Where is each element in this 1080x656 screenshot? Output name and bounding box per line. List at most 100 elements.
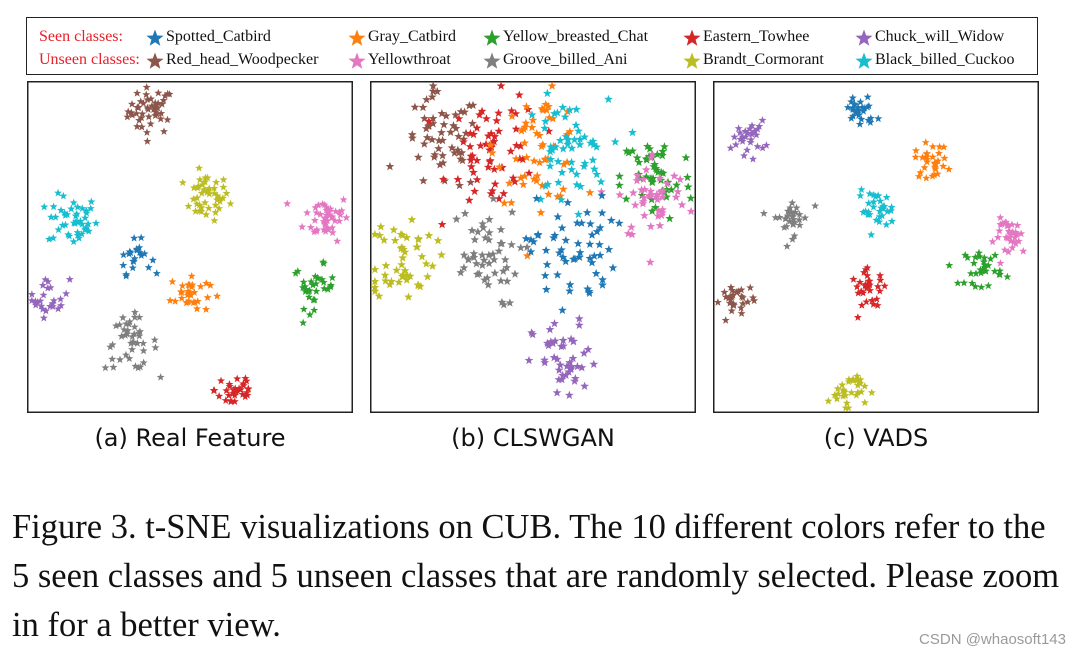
data-point — [638, 197, 648, 206]
data-point — [656, 167, 666, 177]
data-point — [979, 257, 988, 266]
data-point — [82, 208, 91, 217]
data-point — [437, 250, 446, 259]
data-point — [128, 345, 137, 353]
data-point — [559, 159, 569, 169]
data-point — [868, 296, 877, 304]
data-point — [470, 186, 479, 196]
data-point — [69, 198, 78, 207]
cluster-spotted-catbird — [119, 233, 161, 280]
data-point — [876, 271, 885, 279]
data-point — [726, 143, 735, 152]
data-point — [57, 301, 66, 309]
data-point — [553, 270, 562, 279]
data-point — [780, 223, 789, 231]
data-point — [743, 129, 752, 137]
data-point — [438, 174, 448, 184]
data-point — [242, 376, 251, 385]
cluster-eastern-towhee — [209, 374, 253, 406]
data-point — [1003, 272, 1012, 281]
data-point — [489, 194, 498, 203]
data-point — [166, 296, 175, 304]
data-point — [370, 276, 380, 286]
data-point — [743, 145, 752, 154]
data-point — [152, 109, 161, 118]
data-point — [122, 319, 131, 328]
data-point — [326, 281, 335, 289]
data-point — [397, 243, 407, 252]
data-point — [860, 103, 869, 112]
data-point — [507, 111, 517, 121]
data-point — [303, 208, 312, 217]
data-point — [507, 106, 516, 115]
data-point — [610, 137, 620, 146]
data-point — [864, 210, 872, 219]
data-point — [517, 126, 526, 135]
data-point — [567, 157, 576, 167]
data-point — [312, 208, 321, 217]
data-point — [87, 197, 96, 206]
data-point — [554, 248, 564, 257]
data-point — [158, 100, 167, 108]
data-point — [73, 231, 82, 239]
data-point — [320, 200, 329, 209]
data-point — [557, 167, 567, 177]
data-point — [302, 285, 311, 293]
data-point — [574, 209, 583, 219]
data-point — [198, 180, 207, 189]
data-point — [567, 362, 576, 371]
legend-star-marker — [348, 52, 366, 69]
data-point — [201, 186, 210, 194]
data-point — [434, 144, 443, 153]
data-point — [244, 384, 253, 393]
data-point — [168, 277, 177, 286]
data-point — [460, 107, 469, 116]
data-point — [427, 92, 437, 101]
data-point — [495, 162, 504, 171]
data-point — [875, 217, 884, 226]
data-point — [187, 272, 196, 280]
data-point — [558, 102, 568, 112]
data-point — [738, 137, 747, 145]
data-point — [221, 396, 230, 404]
data-point — [193, 183, 202, 192]
data-point — [554, 375, 564, 384]
data-point — [863, 271, 872, 280]
data-point — [133, 246, 142, 254]
data-point — [945, 261, 954, 269]
data-point — [606, 215, 616, 225]
data-point — [229, 389, 238, 397]
data-point — [538, 105, 548, 115]
data-point — [319, 278, 328, 286]
data-point — [671, 192, 681, 201]
data-point — [563, 139, 573, 149]
data-point — [867, 230, 876, 239]
cluster-spotted-catbird — [521, 191, 624, 315]
data-point — [133, 122, 142, 130]
data-point — [143, 95, 152, 104]
data-point — [135, 248, 144, 256]
data-point — [681, 153, 691, 162]
data-point — [686, 206, 696, 216]
data-point — [305, 310, 314, 319]
data-point — [405, 271, 415, 280]
data-point — [439, 120, 449, 129]
data-point — [538, 140, 548, 149]
data-point — [1014, 237, 1023, 245]
data-point — [729, 290, 738, 299]
data-point — [588, 155, 598, 164]
data-point — [511, 124, 521, 133]
data-point — [628, 188, 638, 197]
data-point — [417, 252, 427, 261]
data-point — [468, 151, 477, 160]
data-point — [323, 223, 332, 232]
data-point — [749, 293, 758, 302]
data-point — [1017, 229, 1026, 238]
data-point — [486, 189, 496, 198]
data-point — [869, 197, 878, 206]
data-point — [758, 143, 767, 152]
data-point — [135, 327, 144, 335]
data-point — [480, 275, 489, 284]
data-point — [78, 204, 87, 212]
data-point — [150, 335, 159, 344]
